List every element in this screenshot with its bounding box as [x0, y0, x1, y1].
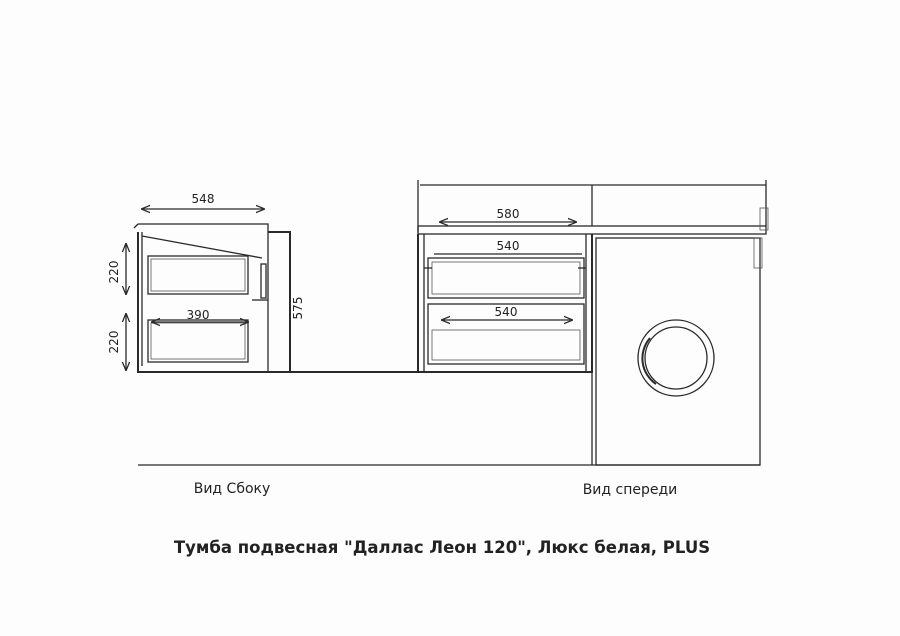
side-top-panel	[138, 223, 269, 372]
side-drawer-top	[147, 255, 249, 295]
dim-side-inner: 390	[187, 308, 210, 322]
dim-front-top: 580	[497, 207, 520, 221]
front-drawer-top	[427, 257, 585, 299]
dim-side-height: 575	[291, 297, 305, 320]
washing-machine-door	[637, 319, 715, 397]
dim-front-drawer-top: 540	[497, 239, 520, 253]
side-drawer-bottom	[147, 319, 249, 363]
drawing-title: Тумба подвесная "Даллас Леон 120", Люкс …	[174, 538, 710, 557]
dim-side-drawer-top: 220	[107, 261, 121, 284]
side-handle	[260, 263, 267, 299]
dim-side-drawer-bottom: 220	[107, 331, 121, 354]
side-view: 548 390 220 220 575	[107, 192, 305, 373]
dim-side-depth: 548	[192, 192, 215, 206]
front-cabinet-body	[417, 234, 593, 373]
front-view: 580 540 540	[417, 180, 769, 466]
countertop	[417, 225, 767, 235]
side-cabinet-outline	[137, 231, 291, 373]
dim-front-drawer-bottom: 540	[495, 305, 518, 319]
caption-side-view: Вид Сбоку	[194, 481, 271, 497]
caption-front-view: Вид спереди	[583, 482, 678, 498]
washing-machine	[595, 237, 761, 466]
side-slope-line	[141, 235, 263, 259]
front-drawer-bottom	[427, 303, 585, 365]
